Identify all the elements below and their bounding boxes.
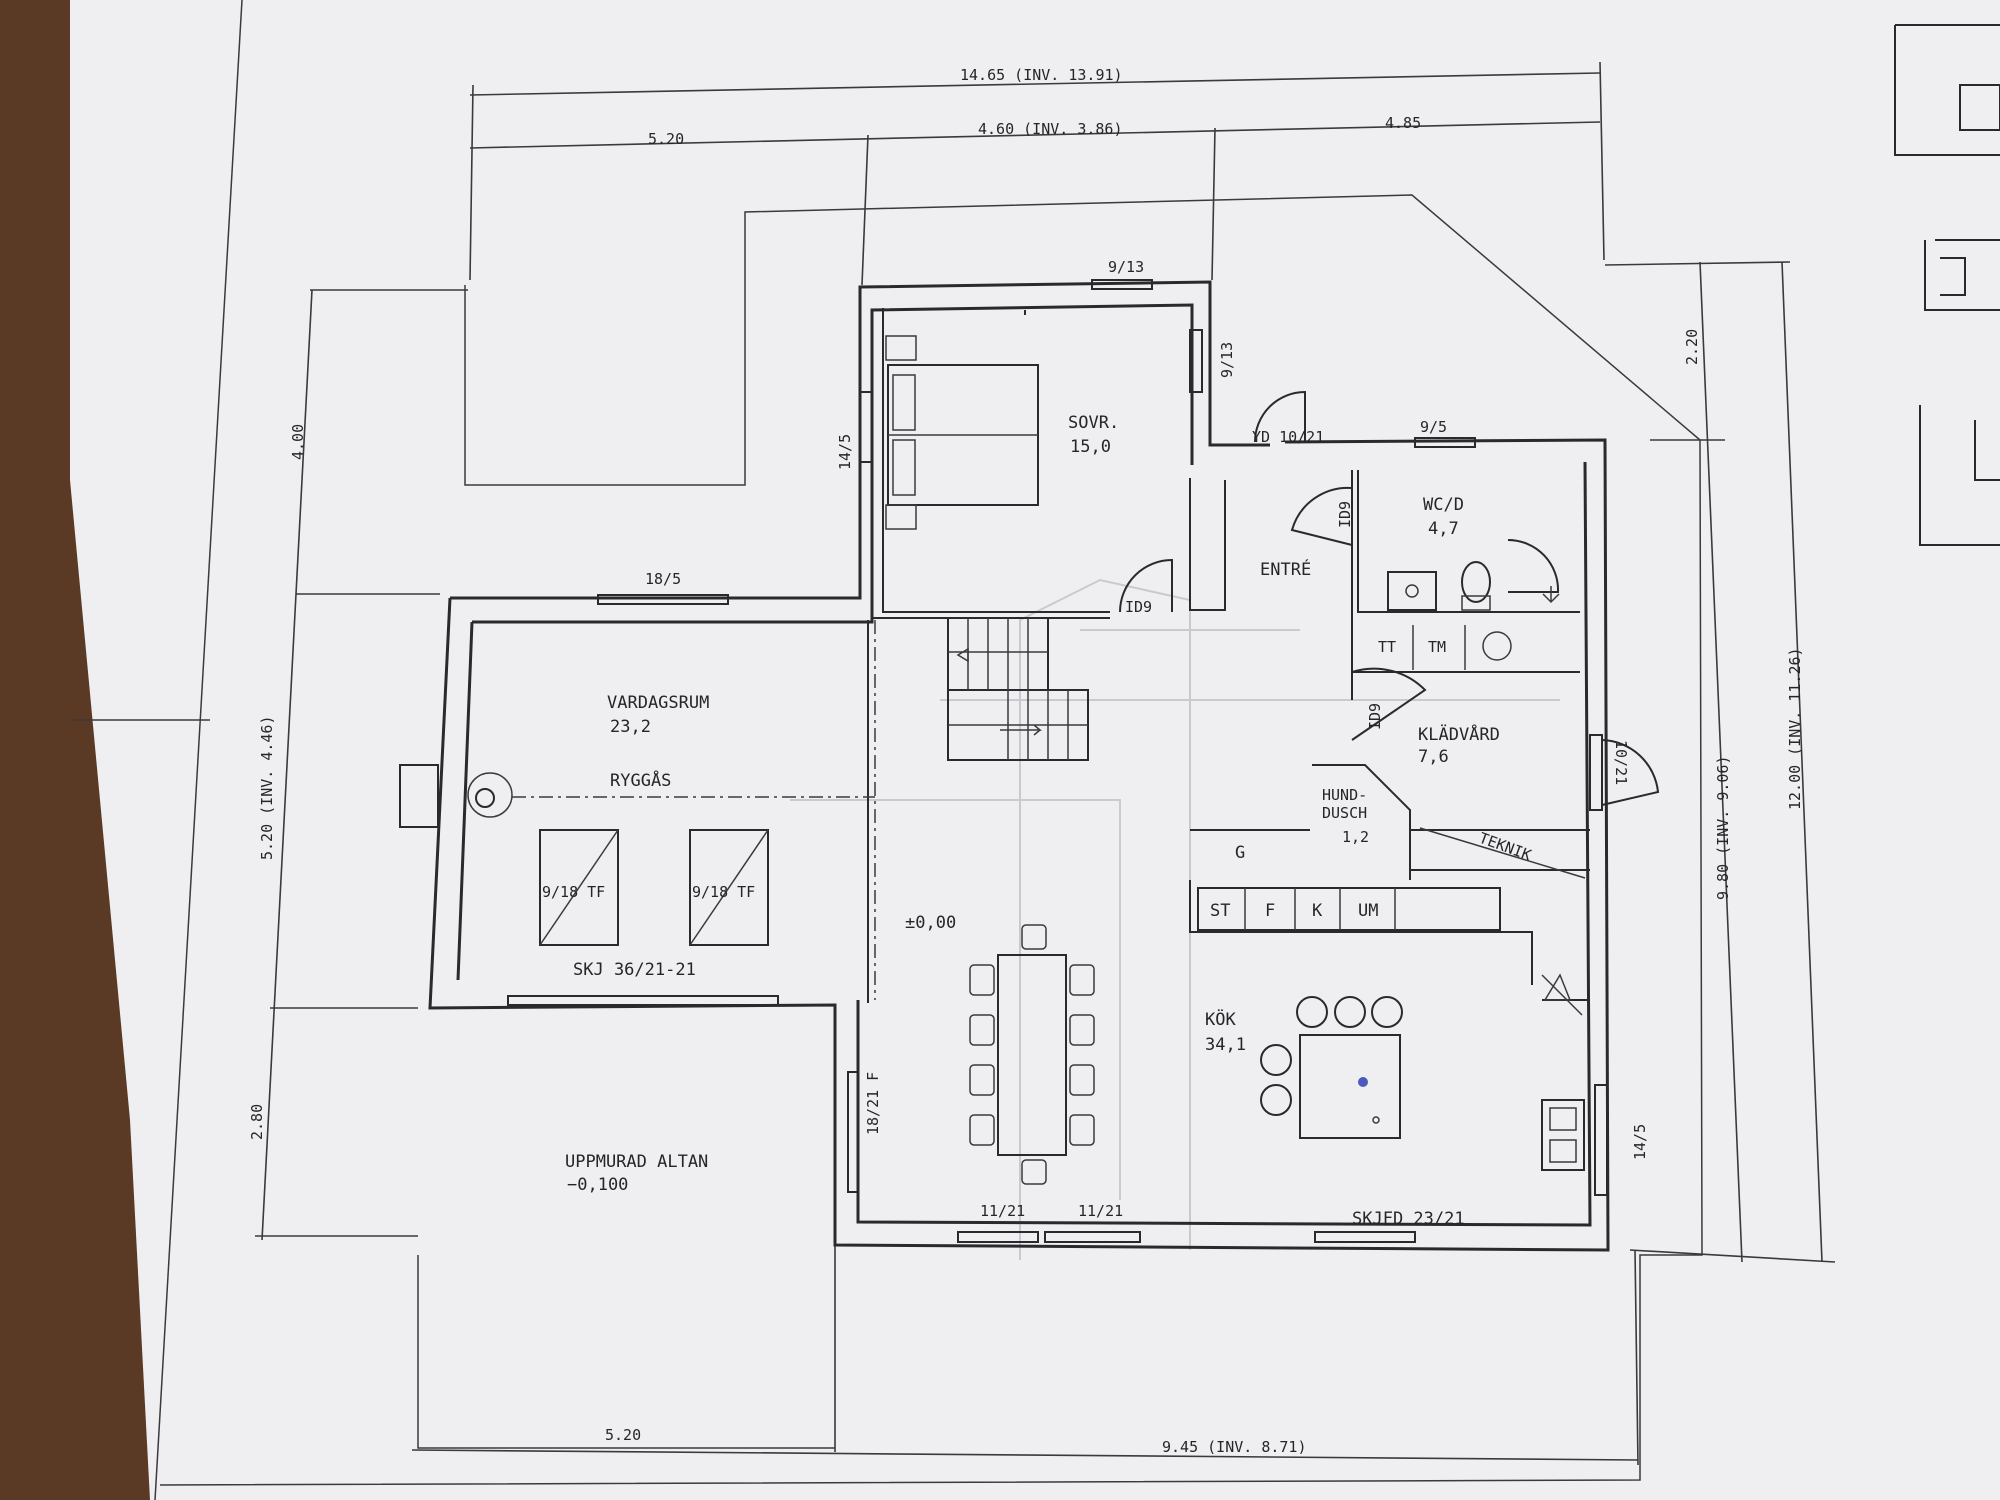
- fixture-um: UM: [1358, 901, 1378, 921]
- window-label-18-5: 18/5: [645, 570, 681, 588]
- fixture-g: G: [1235, 843, 1245, 863]
- room-wcd-area: 4,7: [1428, 519, 1459, 539]
- room-hund-line2: DUSCH: [1322, 804, 1367, 822]
- paper-sheet: [70, 0, 2000, 1500]
- roof-window-label-1: 9/18 TF: [542, 883, 605, 901]
- kitchen-counters: [1197, 887, 1585, 1171]
- room-kladvard-name: KLÄDVÅRD: [1418, 723, 1500, 745]
- fixture-tm: TM: [1428, 638, 1446, 656]
- dim-right-upper: 2.20: [1683, 329, 1701, 365]
- stairs: [947, 617, 1089, 761]
- sliding-door-label-skj: SKJ 36/21-21: [573, 960, 696, 980]
- room-kok-area: 34,1: [1205, 1035, 1246, 1055]
- adjacent-drawing: [1894, 24, 2000, 546]
- window-label-11-21-a: 11/21: [980, 1202, 1025, 1220]
- room-altan-level: −0,100: [567, 1175, 628, 1195]
- dim-left-upper: 4.00: [289, 424, 307, 460]
- dim-top-mid: 4.60 (INV. 3.86): [978, 120, 1123, 138]
- room-hund-line1: HUND-: [1322, 786, 1367, 804]
- door-label-id9-sovr: ID9: [1125, 598, 1152, 616]
- room-kladvard-area: 7,6: [1418, 747, 1449, 767]
- room-hund-area: 1,2: [1342, 828, 1369, 846]
- dim-bottom-left: 5.20: [605, 1426, 641, 1444]
- window-marks: [507, 279, 1608, 1243]
- door-label-yd: YD 10/21: [1252, 428, 1324, 446]
- roof-windows: [539, 829, 769, 946]
- fixture-st: ST: [1210, 901, 1230, 921]
- door-label-id9-wc: ID9: [1336, 501, 1354, 528]
- roof-window-label-2: 9/18 TF: [692, 883, 755, 901]
- fixture-tt: TT: [1378, 638, 1396, 656]
- window-label-9-13-side: 9/13: [1218, 342, 1236, 378]
- fireplace: [399, 620, 876, 1000]
- terrace-outline: [417, 1255, 835, 1449]
- sheet-border-left: [154, 0, 243, 1500]
- dim-top-total: 14.65 (INV. 13.91): [960, 66, 1123, 84]
- dim-top-right: 4.85: [1385, 114, 1421, 132]
- dim-left-mid: 5.20 (INV. 4.46): [258, 716, 276, 861]
- window-label-11-21-b: 11/21: [1078, 1202, 1123, 1220]
- dim-left-lower: 2.80: [248, 1104, 266, 1140]
- window-label-14-5-left: 14/5: [836, 434, 854, 470]
- room-vardagsrum-name: VARDAGSRUM: [607, 693, 709, 713]
- bleed-through-lines: [790, 578, 1560, 1260]
- fixture-f: F: [1265, 901, 1275, 921]
- door-label-id9-klad: ID9: [1366, 703, 1384, 730]
- room-wcd-name: WC/D: [1423, 495, 1464, 515]
- sliding-door-label-skjfd: SKJFD 23/21: [1352, 1209, 1465, 1229]
- plot-outline: [159, 194, 1703, 1486]
- dim-right-mid: 9.80 (INV. 9.06): [1714, 756, 1732, 901]
- window-label-9-13-top: 9/13: [1108, 258, 1144, 276]
- room-sovr-name: SOVR.: [1068, 413, 1119, 433]
- room-entre: ENTRÉ: [1260, 558, 1311, 580]
- window-label-14-5-right: 14/5: [1631, 1124, 1649, 1160]
- dimension-lines: [255, 61, 1836, 1466]
- room-vardagsrum-area: 23,2: [610, 717, 651, 737]
- room-kok-name: KÖK: [1205, 1008, 1236, 1030]
- bathroom-fixtures: [1387, 561, 1560, 670]
- dim-right-outer: 12.00 (INV. 11.26): [1786, 647, 1804, 810]
- dining-table: [969, 924, 1095, 1185]
- door-label-10-21: 10/21: [1612, 740, 1630, 785]
- window-label-9-5: 9/5: [1420, 418, 1447, 436]
- dim-top-left: 5.20: [648, 130, 684, 148]
- bed: [885, 335, 1039, 530]
- door-swings: [1119, 390, 1660, 806]
- kitchen-island: [1260, 996, 1403, 1139]
- dim-bottom-right: 9.45 (INV. 8.71): [1162, 1438, 1307, 1456]
- ridge-label: RYGGÅS: [610, 769, 671, 791]
- room-sovr-area: 15,0: [1070, 437, 1111, 457]
- window-label-18-21f: 18/21 F: [864, 1072, 882, 1135]
- floor-level-label: ±0,00: [905, 913, 956, 933]
- room-altan-name: UPPMURAD ALTAN: [565, 1152, 708, 1172]
- fixture-k: K: [1312, 901, 1323, 921]
